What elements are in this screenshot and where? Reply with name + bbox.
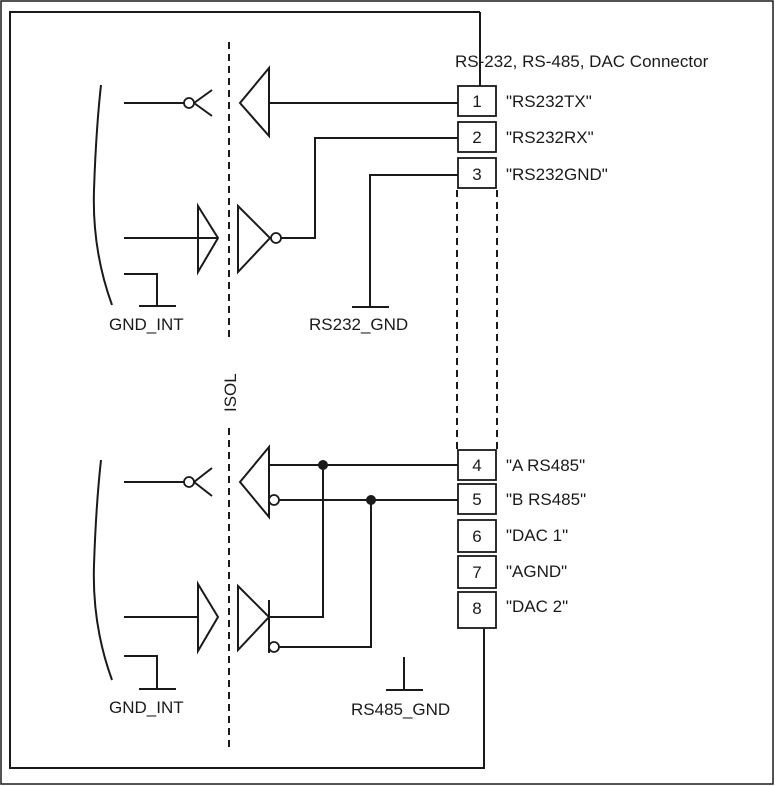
b-line-bubble-top: [268, 494, 280, 506]
brace-bottom: [92, 459, 113, 681]
b-line-bubble-bottom: [268, 641, 280, 653]
rs232-gnd-label: RS232_GND: [309, 315, 408, 334]
pin-number: 6: [472, 527, 481, 546]
rs485-gnd-label: RS485_GND: [351, 700, 450, 719]
rx-buffer: [237, 203, 272, 275]
pin-signal-label: "RS232TX": [506, 92, 592, 111]
connector-title: RS-232, RS-485, DAC Connector: [455, 52, 709, 71]
connector-pin-4: 4 "A RS485": [457, 449, 585, 481]
pin-signal-label: "A RS485": [506, 456, 585, 475]
connector-pin-1: 1 "RS232TX": [457, 85, 592, 117]
rx-output-bubble: [270, 232, 282, 244]
tx-buffer: [238, 65, 270, 139]
gnd-int-bottom-wire: [124, 655, 158, 688]
pin-number: 3: [472, 165, 481, 184]
connector-pin-5: 5 "B RS485": [457, 483, 586, 515]
connector-pin-7: 7 "AGND": [457, 555, 567, 589]
rs232-gnd-wire: [369, 174, 458, 306]
tx-input-gate: [193, 89, 213, 117]
rs485-rx-buffer: [238, 444, 270, 520]
enclosure-outline: [9, 11, 485, 769]
tx-input-bubble: [183, 97, 195, 109]
rs485-driver-left: [197, 580, 220, 655]
pin-number: 7: [472, 563, 481, 582]
connector-pin-2: 2 "RS232RX": [457, 121, 594, 153]
pin-number: 2: [472, 128, 481, 147]
pin-signal-label: "DAC 2": [506, 597, 568, 616]
pin-number: 8: [472, 599, 481, 618]
pin-signal-label: "B RS485": [506, 490, 586, 509]
pin-number: 5: [472, 490, 481, 509]
a-line-drop: [269, 465, 324, 618]
gnd-int-top-wire: [124, 273, 158, 305]
gnd-int-top-label: GND_INT: [109, 315, 184, 334]
rs485-rx-input-bubble: [183, 476, 195, 488]
pin-signal-label: "DAC 1": [506, 526, 568, 545]
rs485-rx-gate: [193, 467, 213, 497]
brace-top: [92, 84, 113, 306]
pin-signal-label: "RS232GND": [506, 165, 608, 184]
connector-pin-6: 6 "DAC 1": [457, 519, 568, 553]
isol-label: ISOL: [221, 373, 240, 412]
pin-signal-label: "RS232RX": [506, 128, 594, 147]
rx-route-wire: [281, 137, 458, 239]
rs485-driver-right: [237, 583, 271, 653]
gnd-int-bottom-label: GND_INT: [109, 698, 184, 717]
connector-pin-8: 8 "DAC 2": [457, 591, 568, 629]
pin-number: 4: [472, 456, 481, 475]
pin-signal-label: "AGND": [506, 562, 567, 581]
pin-number: 1: [472, 92, 481, 111]
b-line-drop: [279, 500, 372, 648]
connector-pin-3: 3 "RS232GND": [457, 157, 608, 189]
